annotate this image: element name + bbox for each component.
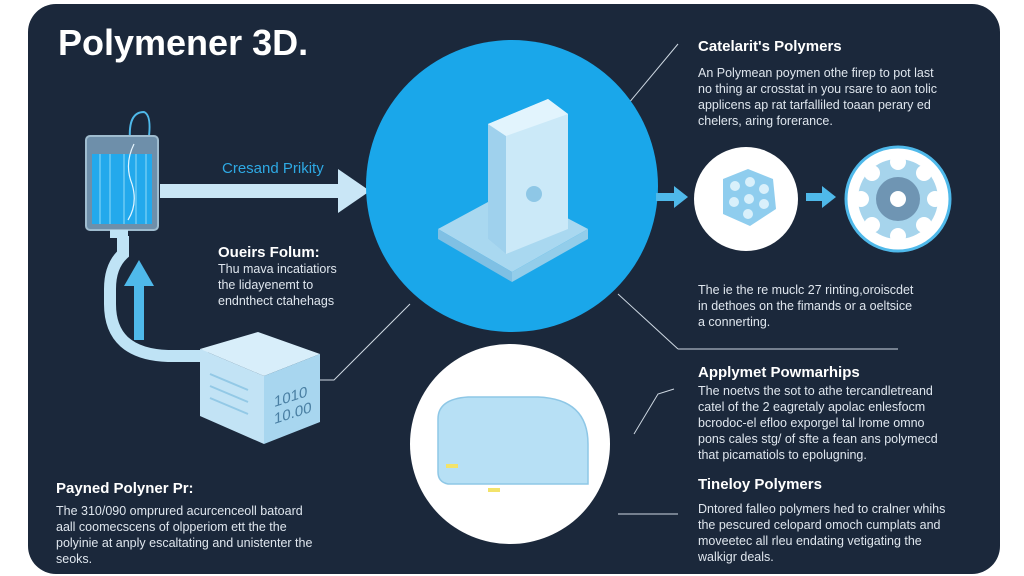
polymer-block-icon <box>410 344 610 544</box>
small-arrow-icons <box>656 186 836 208</box>
section-text: Thu mava incatiatiors <box>218 262 337 276</box>
section-text: that picamatiols to epolugning. <box>698 448 867 462</box>
section-text: bcrodoc-el efloo exporgel tal lrome omno <box>698 416 925 430</box>
polymer-filter-icon <box>694 147 798 251</box>
section-text: pons cales stg/ of sfte a fean ans polym… <box>698 432 938 446</box>
section-right-middle: The ie the re muclc 27 rinting,oroiscdet… <box>698 282 913 330</box>
3d-printed-part-icon <box>438 99 588 282</box>
section-text: The ie the re muclc 27 rinting,oroiscdet <box>698 283 914 297</box>
section-text: the pescured celopard omoch cumplats and <box>698 518 941 532</box>
section-text: walkigr deals. <box>698 550 774 564</box>
section-left-bottom: Payned Polyner Pr: The 310/090 omprured … <box>56 480 312 567</box>
section-text: a connerting. <box>698 315 771 329</box>
section-text: in dethoes on the fimands or a oeltsice <box>698 299 913 313</box>
section-text: The 310/090 omprured acurcenceoll batoar… <box>56 504 303 518</box>
section-left-middle: Oueirs Folum: Thu mava incatiatiors the … <box>218 244 337 309</box>
section-heading: Catelarit's Polymers <box>698 38 842 55</box>
diagram-graphics <box>85 40 952 544</box>
section-right-apply: Applymet Powmarhips The noetvs the sot t… <box>698 364 938 463</box>
section-text: catel of the 2 eagretaly apolac enlesfoc… <box>698 400 926 414</box>
resin-tank-icon <box>85 110 159 238</box>
section-text: moveetec all rleu endating vetigating th… <box>698 534 922 548</box>
connector-lines <box>320 43 898 515</box>
section-text: An Polymean poymen othe firep to pot las… <box>698 66 934 80</box>
gear-icon <box>844 145 952 253</box>
right-arrow-icon <box>160 169 370 213</box>
section-text: chelers, aring forerance. <box>698 114 833 128</box>
data-cube-icon <box>200 332 320 444</box>
section-text: applicens ap rat tarfalliled toaan perar… <box>698 98 931 112</box>
section-heading: Oueirs Folum: <box>218 244 320 261</box>
infographic-card: Polymener 3D. Cresand Prikity 1010 10.00… <box>28 4 1000 574</box>
page-title: Polymener 3D. <box>58 22 309 63</box>
section-text: polyinie at anply escaltating and uniste… <box>56 536 313 550</box>
section-text: seoks. <box>56 552 93 566</box>
up-arrow-icon <box>124 260 154 340</box>
section-text: The noetvs the sot to athe tercandletrea… <box>698 384 933 398</box>
section-text: the lidayenemt to <box>218 278 314 292</box>
section-heading: Applymet Powmarhips <box>698 364 860 381</box>
section-heading: Tineloy Polymers <box>698 476 822 493</box>
section-text: endnthect ctahehags <box>218 294 335 308</box>
section-right-top: Catelarit's Polymers An Polymean poymen … <box>698 38 937 129</box>
section-right-bottom: Tineloy Polymers Dntored falleo polymers… <box>698 476 945 565</box>
pipe <box>104 236 208 362</box>
section-text: no thing ar crosstat in you rsare to aon… <box>698 82 938 96</box>
section-text: Dntored falleo polymers hed to cralner w… <box>698 502 946 516</box>
flow-label: Cresand Prikity <box>222 160 324 177</box>
section-heading: Payned Polyner Pr: <box>56 480 194 497</box>
section-text: aall coomecscens of olpperiom ett the th… <box>56 520 287 534</box>
